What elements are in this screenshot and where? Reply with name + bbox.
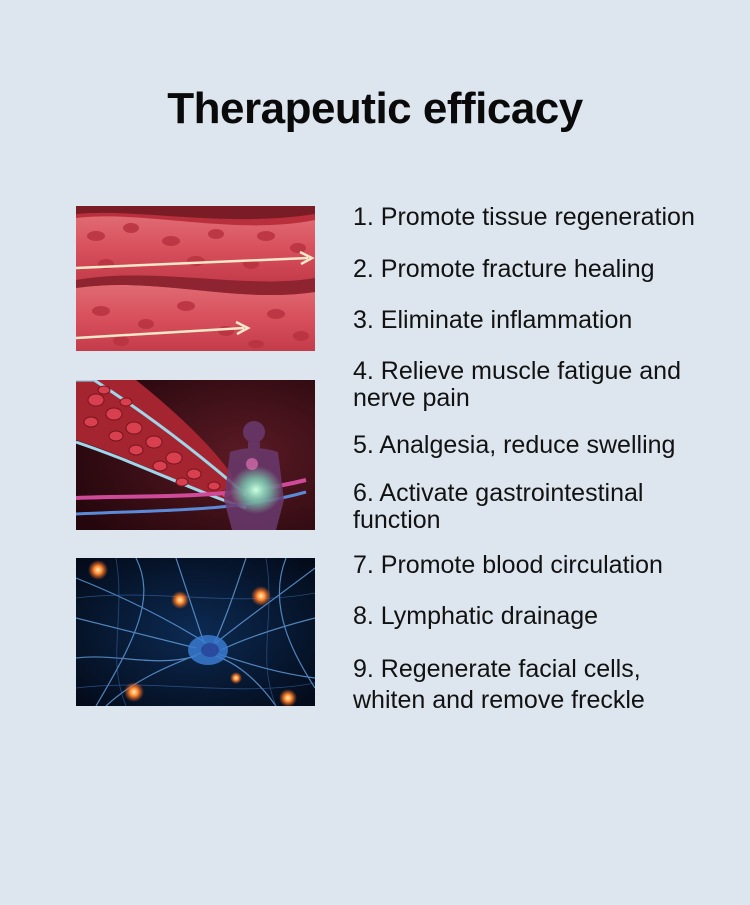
benefit-item: 5. Analgesia, reduce swelling (353, 431, 676, 459)
blood-vessel-flow-illustration (76, 206, 315, 351)
neuron-network-illustration (76, 558, 315, 706)
benefit-item: 7. Promote blood circulation (353, 551, 663, 579)
benefit-item: 9. Regenerate facial cells, whiten and r… (353, 655, 645, 714)
benefit-item: 3. Eliminate inflammation (353, 306, 633, 334)
benefit-item: 6. Activate gastrointestinal function (353, 479, 644, 534)
benefit-item: 2. Promote fracture healing (353, 255, 655, 283)
benefit-item: 4. Relieve muscle fatigue and nerve pain (353, 357, 681, 412)
blood-cells-human-body-illustration (76, 380, 315, 530)
benefit-item: 8. Lymphatic drainage (353, 602, 599, 630)
benefit-item: 1. Promote tissue regeneration (353, 203, 695, 231)
page-title: Therapeutic efficacy (167, 84, 583, 133)
